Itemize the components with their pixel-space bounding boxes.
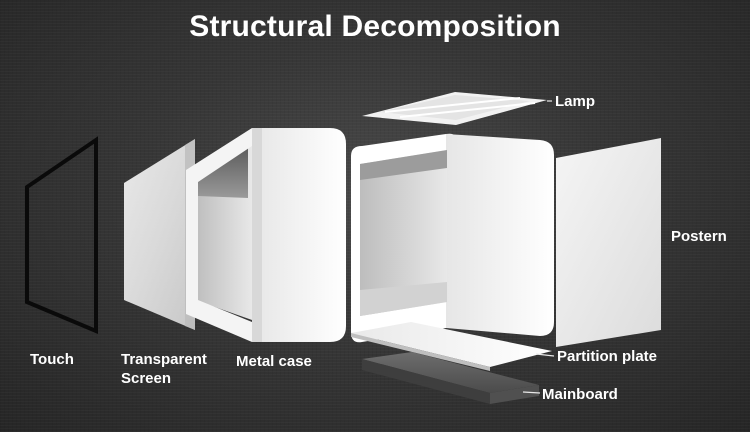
middle-case-frame [351, 133, 554, 343]
label-postern: Postern [671, 228, 727, 245]
page-title: Structural Decomposition [189, 10, 561, 43]
label-lamp: Lamp [555, 93, 596, 110]
postern-panel [556, 138, 661, 347]
transparent-screen-panel [124, 139, 195, 330]
label-mainboard: Mainboard [542, 386, 618, 403]
label-metal-case: Metal case [236, 353, 312, 370]
leader-lines [522, 100, 555, 394]
mainboard [362, 352, 539, 404]
partition-plate [351, 322, 552, 371]
label-transparent-screen: Transparent Screen [121, 350, 207, 388]
lamp-panel [362, 92, 547, 125]
partition-leader-line [535, 353, 555, 357]
label-touch: Touch [30, 351, 74, 368]
metal-case [186, 128, 346, 342]
label-transparent-screen-line2: Screen [121, 370, 172, 387]
mainboard-leader-line [522, 391, 541, 394]
label-transparent-screen-line1: Transparent [121, 351, 207, 368]
touch-frame [25, 136, 98, 335]
label-partition-plate: Partition plate [557, 348, 658, 365]
